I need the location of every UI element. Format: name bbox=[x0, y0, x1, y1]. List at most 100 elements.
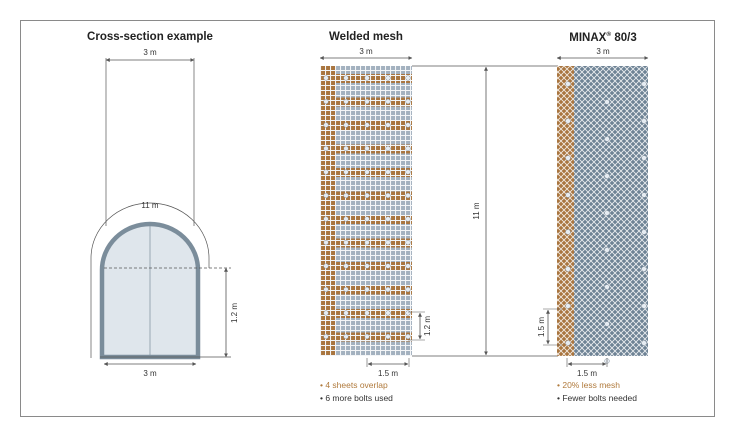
minax-title: MINAX® 80/3 bbox=[569, 31, 636, 44]
minax-diamond-mesh bbox=[557, 66, 648, 356]
welded-bolt bbox=[364, 169, 370, 175]
cross-section-width-bottom-label: 3 m bbox=[143, 369, 157, 378]
welded-bolt bbox=[385, 192, 391, 199]
welded-bolt bbox=[343, 239, 349, 246]
minax-bolt bbox=[641, 81, 647, 87]
welded-bolt bbox=[405, 145, 411, 152]
welded-bolt bbox=[385, 122, 391, 128]
welded-bolt bbox=[323, 333, 329, 340]
minax-bolt bbox=[565, 155, 571, 161]
minax-title-suffix: 80/3 bbox=[611, 31, 637, 44]
welded-note-bolts: • 6 more bolts used bbox=[320, 393, 393, 403]
minax-bolt bbox=[604, 173, 610, 179]
cross-section-drawing: 3 m 11 m 1.2 m 3 m bbox=[90, 48, 239, 378]
shared-height-dimension: 11 m bbox=[412, 65, 558, 357]
welded-bolt bbox=[343, 169, 349, 175]
welded-bolt bbox=[364, 286, 370, 293]
welded-bolt bbox=[364, 216, 370, 222]
welded-bolt bbox=[323, 286, 329, 293]
minax-width-top-label: 3 m bbox=[596, 47, 610, 56]
welded-bolt bbox=[405, 286, 411, 293]
welded-note-overlap: • 4 sheets overlap bbox=[320, 380, 388, 390]
minax-bolt bbox=[565, 118, 571, 124]
welded-bolt bbox=[323, 192, 329, 199]
minax-bolt-spacing-label: 1.5 m bbox=[577, 369, 597, 378]
welded-bolt bbox=[385, 145, 391, 152]
welded-bolt bbox=[323, 122, 329, 128]
welded-bolt bbox=[385, 310, 391, 316]
minax-bolt bbox=[641, 155, 647, 161]
welded-bolt bbox=[343, 192, 349, 199]
welded-bolt bbox=[343, 286, 349, 293]
welded-bolt bbox=[323, 263, 329, 269]
welded-bolt bbox=[405, 98, 411, 105]
welded-mesh-grid bbox=[320, 66, 412, 356]
minax-bolt bbox=[641, 340, 647, 346]
minax-bolt bbox=[604, 99, 610, 105]
minax-title-main: MINAX bbox=[569, 31, 607, 44]
welded-bolt bbox=[343, 98, 349, 105]
welded-bolt bbox=[323, 169, 329, 175]
welded-bolt bbox=[405, 192, 411, 199]
cross-section-width-top-label: 3 m bbox=[143, 48, 157, 57]
welded-bolt bbox=[323, 216, 329, 222]
welded-bolt-spacing-label: 1.5 m bbox=[378, 369, 398, 378]
welded-bolt bbox=[364, 98, 370, 105]
welded-bolt bbox=[343, 122, 349, 128]
welded-bolt bbox=[323, 310, 329, 316]
welded-bolt bbox=[323, 75, 329, 81]
welded-bolt bbox=[364, 192, 370, 199]
welded-bolts bbox=[323, 75, 411, 340]
minax-bolts bbox=[565, 81, 647, 364]
welded-notes: • 4 sheets overlap • 6 more bolts used bbox=[320, 379, 393, 405]
welded-bolt bbox=[323, 98, 329, 105]
welded-bolt bbox=[385, 333, 391, 340]
minax-note-fewer-bolts: • Fewer bolts needed bbox=[557, 393, 637, 403]
welded-bolt bbox=[364, 75, 370, 81]
cross-section-height-label: 1.2 m bbox=[230, 303, 239, 323]
minax-bolt bbox=[565, 81, 571, 87]
cross-section-title: Cross-section example bbox=[87, 31, 213, 43]
cross-section-perimeter-label: 11 m bbox=[141, 201, 159, 210]
welded-bolt bbox=[343, 263, 349, 269]
welded-bolt bbox=[405, 75, 411, 81]
welded-bolt bbox=[323, 145, 329, 152]
welded-bolt bbox=[405, 169, 411, 175]
minax-bolt bbox=[565, 340, 571, 346]
minax-overlap-label: 1.5 m bbox=[537, 317, 546, 337]
minax-bolt bbox=[565, 266, 571, 272]
welded-bolt bbox=[343, 216, 349, 222]
welded-bolt bbox=[405, 310, 411, 316]
welded-bolt bbox=[385, 75, 391, 81]
welded-mesh-drawing: 3 m 1.2 m 1.5 m bbox=[319, 47, 432, 378]
minax-note-less-mesh: • 20% less mesh bbox=[557, 380, 620, 390]
minax-bolt bbox=[565, 303, 571, 309]
welded-bolt bbox=[385, 286, 391, 293]
diagram-frame bbox=[20, 20, 715, 417]
welded-bolt bbox=[385, 98, 391, 105]
welded-bolt bbox=[323, 239, 329, 246]
welded-bolt bbox=[405, 263, 411, 269]
welded-bolt bbox=[405, 239, 411, 246]
welded-bolt bbox=[364, 263, 370, 269]
minax-bolt bbox=[641, 303, 647, 309]
welded-bolt bbox=[364, 239, 370, 246]
height-label: 11 m bbox=[472, 202, 481, 220]
minax-bolt bbox=[641, 118, 647, 124]
minax-drawing: 3 m 1.5 m 1.5 m bbox=[537, 47, 649, 378]
minax-bolt bbox=[604, 136, 610, 142]
welded-width-top-label: 3 m bbox=[359, 47, 373, 56]
minax-bolt bbox=[641, 266, 647, 272]
minax-bolt bbox=[604, 321, 610, 327]
welded-bolt bbox=[385, 216, 391, 222]
minax-bolt bbox=[565, 229, 571, 235]
welded-bolt bbox=[385, 169, 391, 175]
welded-bolt bbox=[405, 122, 411, 128]
welded-bolt bbox=[364, 333, 370, 340]
minax-bolt bbox=[604, 247, 610, 253]
welded-bolt bbox=[385, 263, 391, 269]
welded-bolt bbox=[343, 145, 349, 152]
cross-section-perimeter-line bbox=[90, 202, 210, 358]
welded-bolt bbox=[405, 333, 411, 340]
